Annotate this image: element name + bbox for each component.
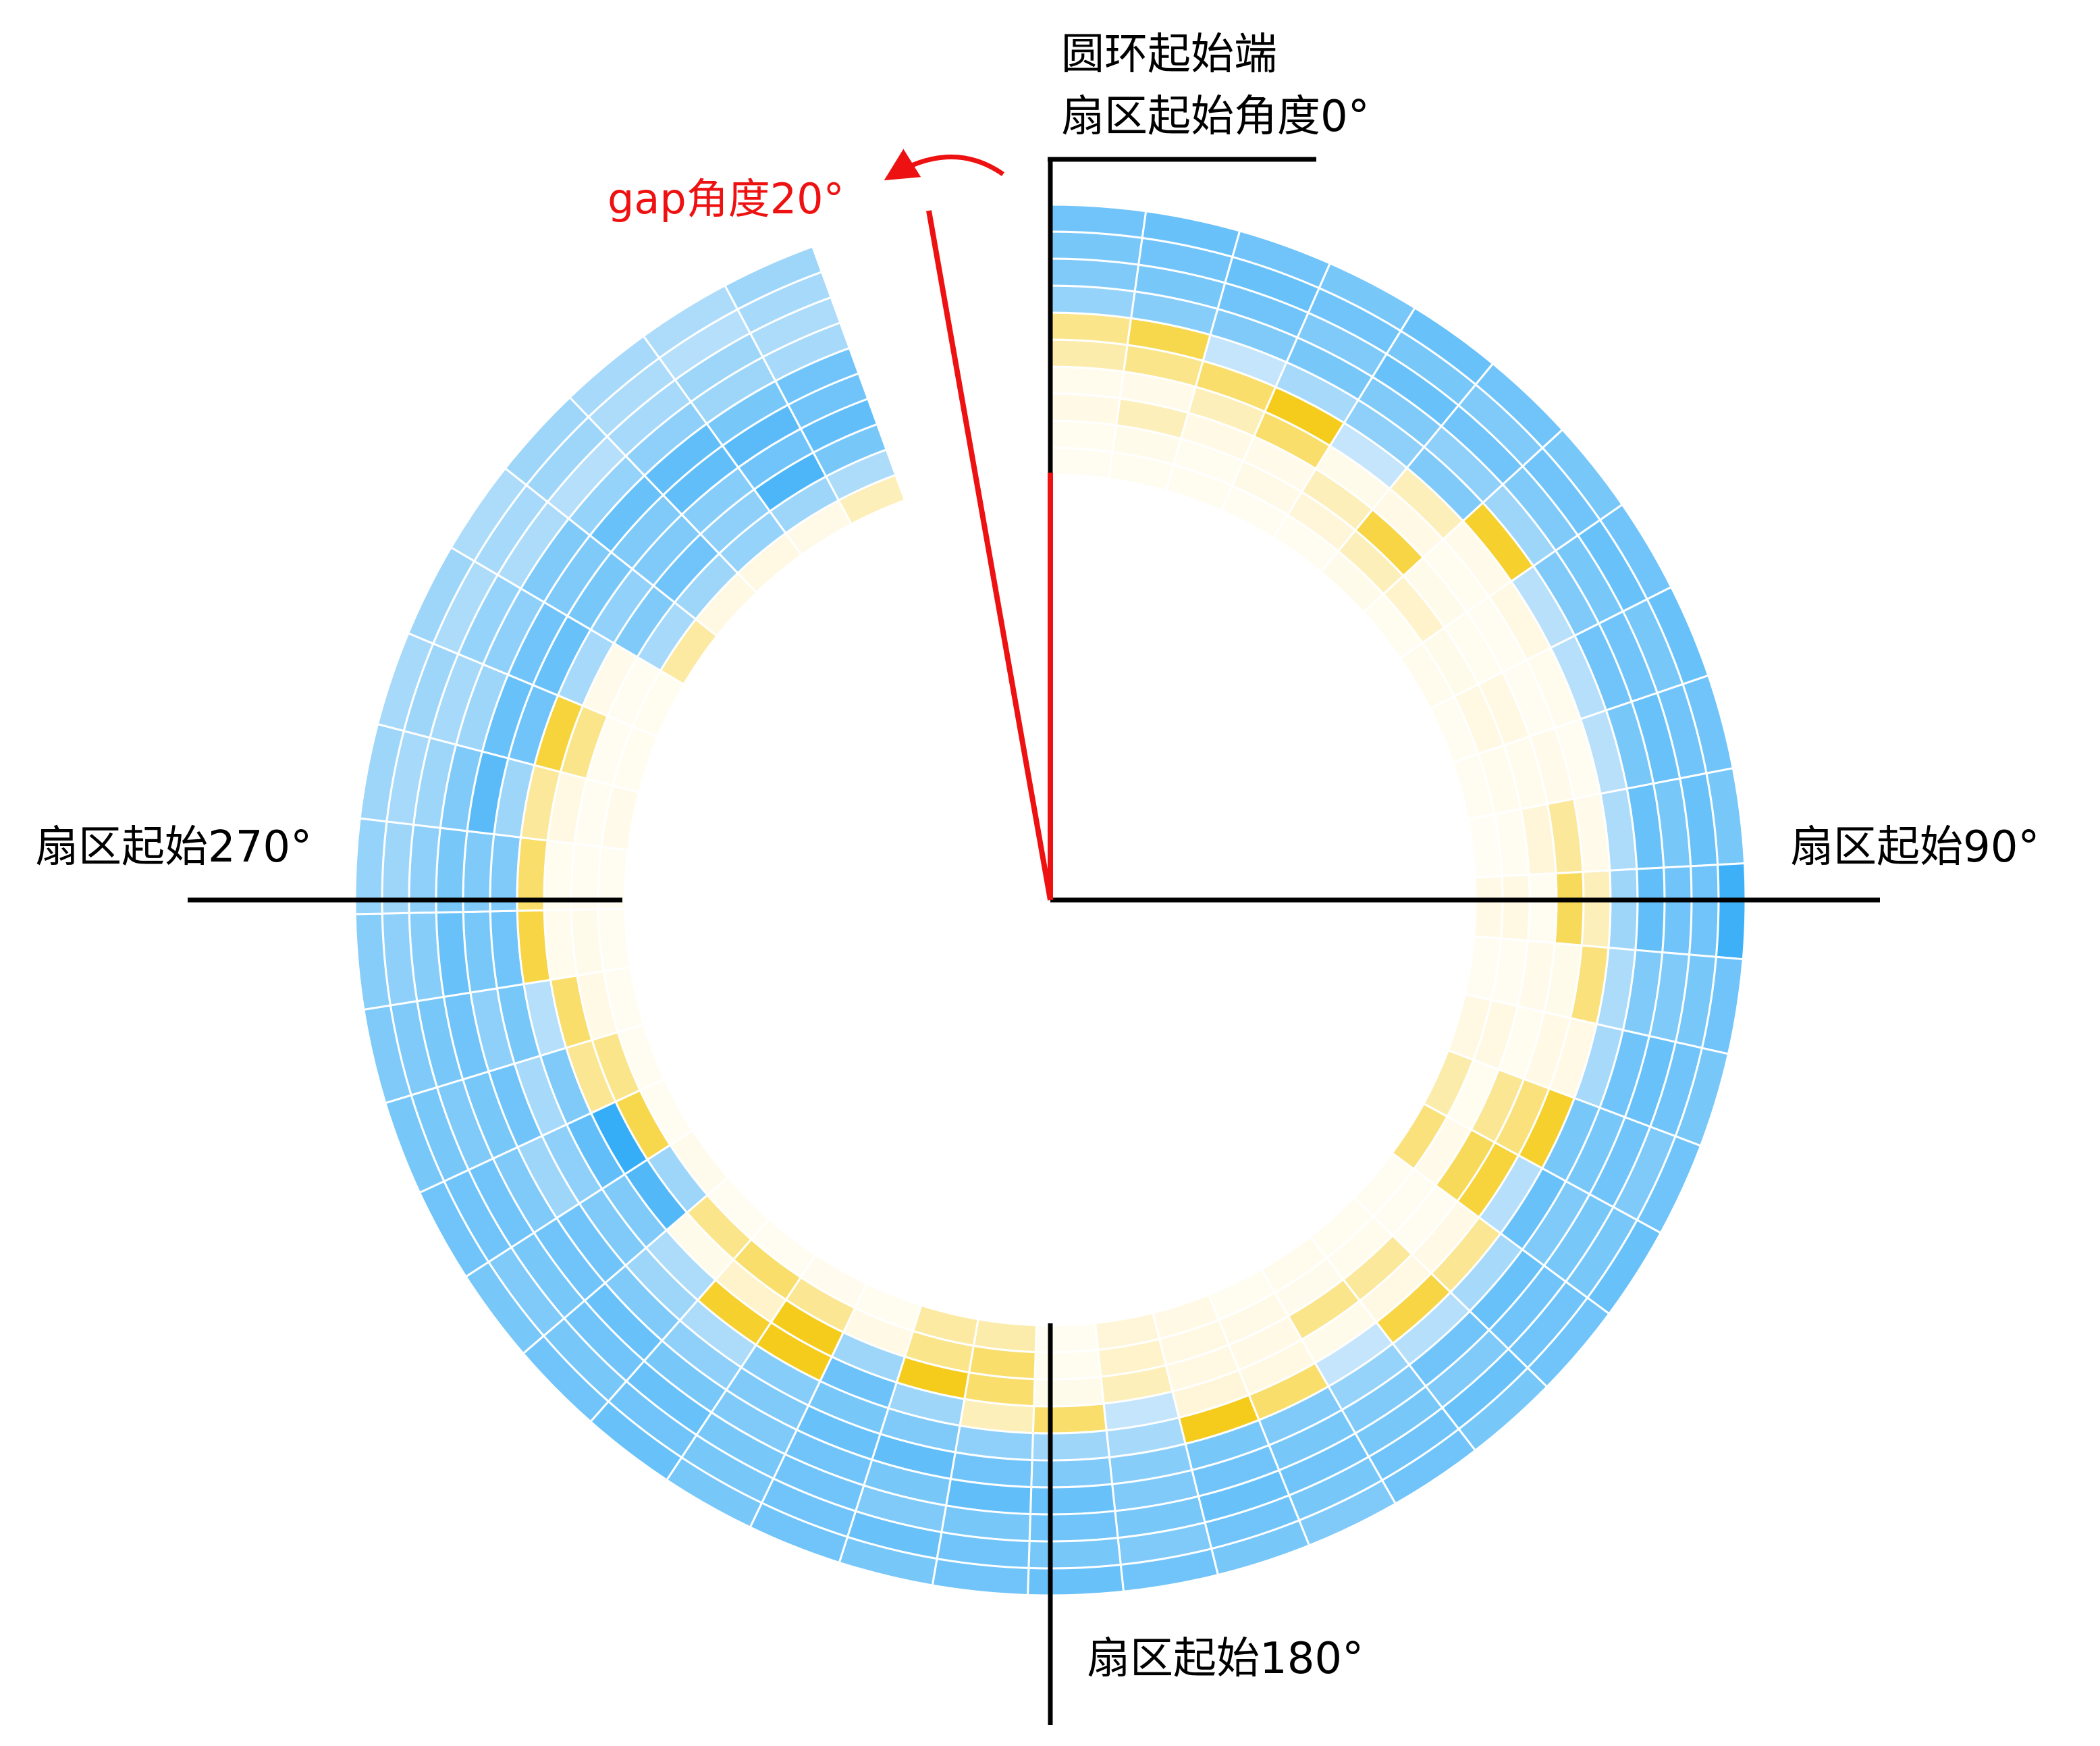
ring-start-label: 圆环起始端 <box>1061 30 1277 80</box>
heatmap-cell <box>1049 446 1114 480</box>
heatmap-cell <box>1049 392 1121 427</box>
heatmap-cell <box>1499 873 1531 943</box>
sector-180-label: 扇区起始180° <box>1087 1634 1364 1684</box>
gap-end-line <box>926 210 1053 901</box>
heatmap-cell <box>1031 1402 1108 1435</box>
heatmap-cell <box>1027 1563 1125 1597</box>
heatmap-cell <box>1049 419 1118 454</box>
heatmap-cell <box>1553 870 1585 947</box>
gap-angle-label: gap角度20° <box>608 174 844 223</box>
heatmap-cell <box>723 245 824 311</box>
heatmap-cell <box>1030 1456 1114 1489</box>
heatmap-cells <box>354 203 1747 1597</box>
heatmap-cell <box>1028 1510 1119 1543</box>
heatmap-cell <box>1473 875 1504 940</box>
sector-0-label: 扇区起始角度0° <box>1061 92 1370 142</box>
heatmap-cell <box>1526 872 1558 945</box>
heatmap-cell <box>1580 869 1612 949</box>
heatmap-cell <box>1027 1537 1122 1570</box>
sector-90-label: 扇区起始90° <box>1790 822 2039 872</box>
heatmap-cell <box>1715 862 1747 961</box>
heatmap-cell <box>1033 1348 1102 1381</box>
heatmap-cell <box>1607 868 1639 951</box>
heatmap-cell <box>1031 1429 1111 1462</box>
heatmap-cell <box>1029 1483 1116 1516</box>
heatmap-cell <box>1634 866 1666 954</box>
heatmap-cell <box>1033 1375 1105 1408</box>
heatmap-cell <box>1034 1321 1100 1354</box>
heatmap-cell <box>1688 864 1720 958</box>
sector-270-label: 扇区起始270° <box>35 822 312 872</box>
heatmap-cell <box>1661 865 1693 956</box>
heatmap-cell <box>1049 365 1125 400</box>
gap-arrow <box>884 149 1005 181</box>
